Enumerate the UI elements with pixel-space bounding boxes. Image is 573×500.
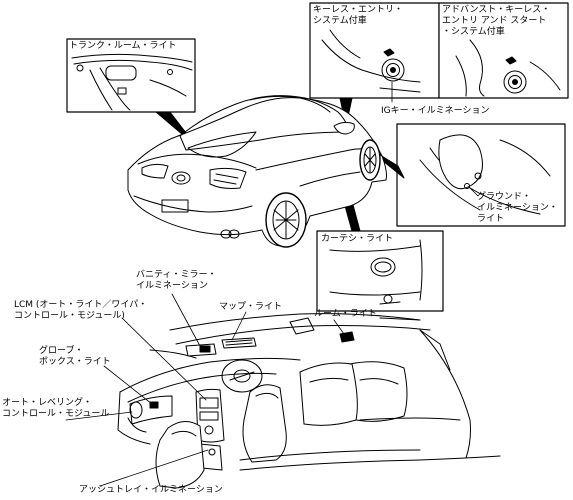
keyless-inset <box>309 2 440 99</box>
interior-drawing <box>117 313 501 489</box>
car-exterior-drawing <box>127 95 387 248</box>
trunk-light-inset <box>66 38 196 113</box>
label-ground-illumination: グラウンド・ イルミネーション・ ライト <box>477 192 558 224</box>
advanced-keyless-inset <box>438 2 569 99</box>
label-glove-box-light: グローブ・ ボックス・ライト <box>39 346 111 367</box>
ground-illumination-inset <box>396 123 566 227</box>
label-ashtray-illumination: アッシュトレイ・イルミネーション <box>79 485 223 495</box>
leader-lines <box>65 81 479 487</box>
label-keyless-entry: キーレス・エントリ・ システム付車 <box>313 5 404 26</box>
label-auto-leveling-module: オート・レベリング・ コントロール・モジュール <box>2 398 110 419</box>
label-advanced-keyless: アドバンスト・キーレス・ エントリ アンド スタート ・システム付車 <box>442 5 551 37</box>
label-map-light: マップ・ライト <box>219 302 283 312</box>
label-courtesy-light: カーテシ・ライト <box>321 234 394 244</box>
label-room-light: ルーム・ライト <box>314 309 377 319</box>
label-ig-key-illumination: IGキー・イルミネーション <box>381 106 490 116</box>
label-lcm: LCM (オート・ライト／ワイパ・ コントロール・モジュール) <box>14 300 148 321</box>
label-vanity-mirror: バニティ・ミラー・ イルミネーション <box>136 270 217 291</box>
label-trunk-room-light: トランク・ルーム・ライト <box>69 41 177 51</box>
courtesy-light-inset <box>316 230 444 312</box>
